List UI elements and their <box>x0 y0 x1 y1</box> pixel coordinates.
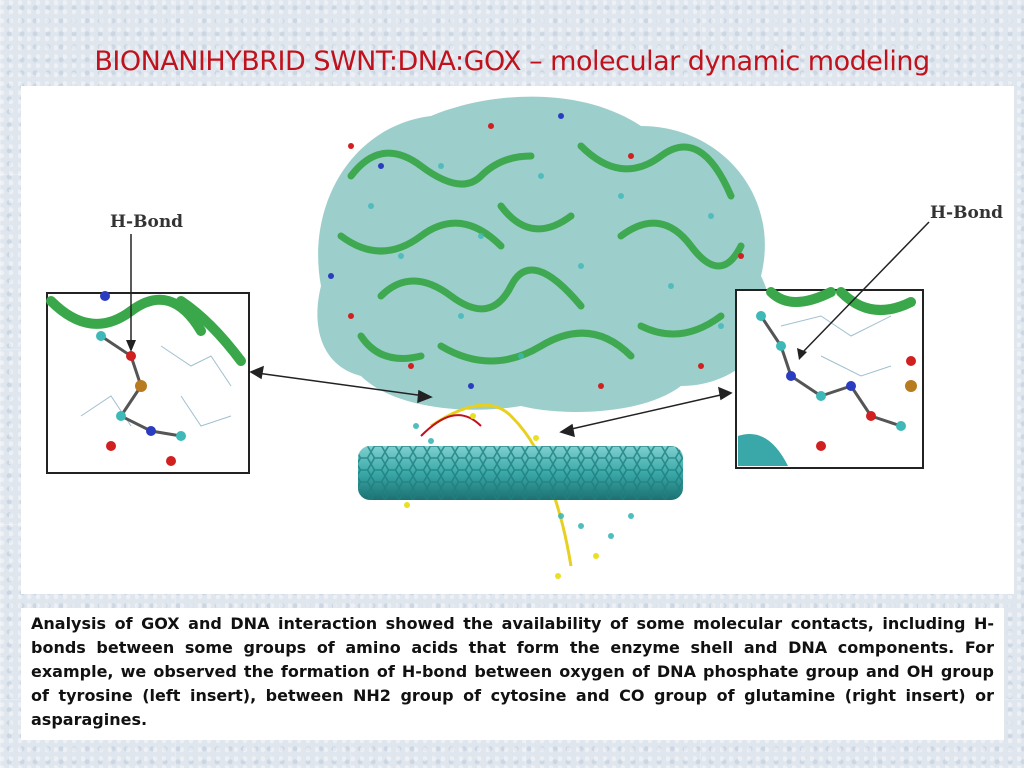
right-insert <box>735 221 930 469</box>
molecular-model-illustration <box>46 96 930 579</box>
caption-text: Analysis of GOX and DNA interaction show… <box>31 614 994 729</box>
caption-box: Analysis of GOX and DNA interaction show… <box>21 608 1004 740</box>
right-hbond-label: H-Bond <box>930 203 1004 223</box>
left-insert <box>46 234 250 474</box>
left-hbond-label: H-Bond <box>110 212 184 232</box>
insert-arrows <box>249 365 733 438</box>
molecular-model-figure: H-Bond H-Bond <box>21 86 1014 594</box>
carbon-nanotube <box>358 446 683 500</box>
slide-title: BIONANIHYBRID SWNT:DNA:GOX – molecular d… <box>94 46 930 77</box>
gox-enzyme <box>317 96 770 412</box>
